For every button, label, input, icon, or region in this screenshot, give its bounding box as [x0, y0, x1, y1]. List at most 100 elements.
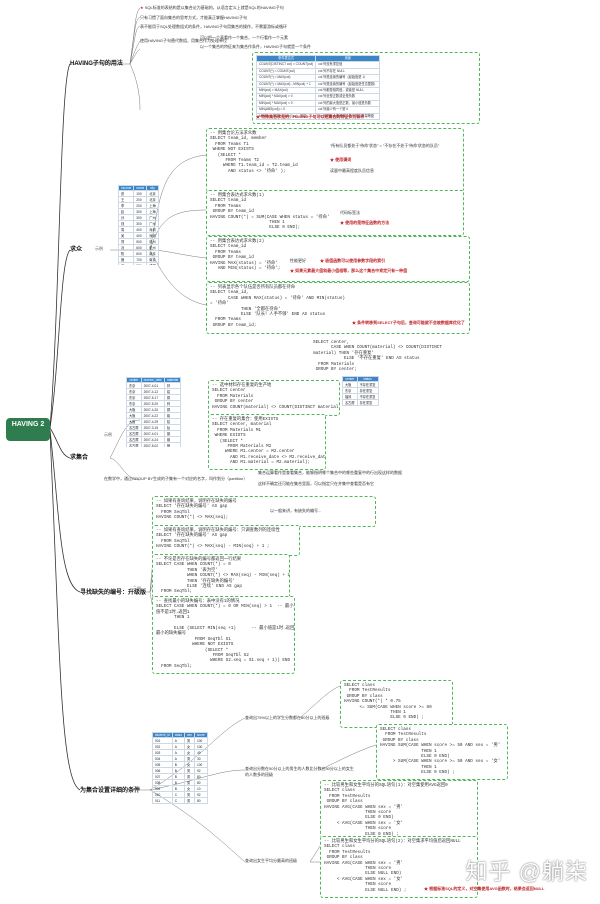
sec3-result-cell: 不存在重复 [356, 381, 379, 389]
sec3-result-cell: 存在重复 [356, 399, 379, 407]
sec1-note-6: 以一个集合的特征来为集合作条件，HAVING子句就是一个条件 [200, 44, 312, 49]
sec3-table-header-cell: material [163, 377, 182, 384]
sec3-note-1: 集合运算看作是查看集合，能够指明哪个集合中的哪些重复中的行出现这样的数据 [258, 470, 402, 475]
sec1-note-3: 表不能用于SQL处理数组式的条件，HAVING子句用集合的操作，不需要游标或循环 [140, 24, 288, 29]
sec1-table-cell: COUNT(*) = COUNT(col) [255, 67, 317, 76]
sec5-question-3: 查询出女生平均分最高的班级 [245, 858, 297, 863]
sec3-table-cell: 2007-5-02 [140, 442, 165, 447]
sec2-box3-note1: 性能更好 [290, 258, 306, 263]
sec3-result-row: 福冈不存在重复 [342, 393, 379, 401]
sec1-table-cell: col 列全是正数或全是负数 [315, 93, 381, 101]
sec4-box1-note: 以一般来讲，有缺失的编号... [270, 508, 322, 513]
sec5-query-box-2: SELECT class FROM TestResults GROUP BY c… [376, 724, 508, 780]
sec4-query-box-4: -- 查找最小的缺失编号：表中没有1的情况 SELECT CASE WHEN C… [152, 596, 295, 674]
sec5-query-box-1: SELECT class FROM TestResults GROUP BY c… [340, 680, 453, 728]
sec2-table-cell: 卫 [118, 262, 135, 265]
sec1-note-5: 可以把一个表看作一个集合，一个行看作一个元素 [200, 35, 288, 40]
branch-mode[interactable]: 求众 [70, 247, 83, 253]
sec1-table-row: COUNT(*) = MAX(col)col 列是连续的编号（起始值是 1） [255, 74, 381, 82]
sec3-note-2: 这样不确定还可能在集合里面，可以指定只在并集中查看是否有它 [258, 481, 374, 486]
sec5-query-box-3: -- 比较男生和女生平均分的SQL语句(1)：对空集使用AVG返回0 SELEC… [320, 780, 478, 838]
sec2-box1-note1: "所有队员都处于'待命'状态" = "不存在不处于'待命'状态的队员" [330, 143, 440, 148]
sec1-table-cell: MIN(col) = MAX(col) [255, 86, 317, 95]
sec2-table-cell: 成都 [146, 262, 159, 265]
sec1-table-header-cell: 条件表达式 [255, 54, 317, 63]
sec4-example-label: 示例 [133, 586, 141, 591]
sec1-table-cell: MIN(col - 常量) = -MAX(col - 常量) [255, 112, 317, 121]
sec5-table-header-cell: student_id [152, 732, 173, 739]
root-node[interactable]: HAVING 2 [6, 418, 50, 441]
sec3-query-box-1: -- 选中材料存在重复的生产地 SELECT center FROM Mater… [208, 380, 340, 416]
branch-set[interactable]: 求集合 [70, 455, 89, 461]
sec3-table-cell: 名古屋 [126, 436, 142, 444]
sec2-box2-note1: 代码标签法 [340, 210, 360, 215]
sec1-table-row: MIN(col) = MAX(col)col 列都是相同值，或者是 NULL [255, 86, 381, 95]
sec2-box4-note: ★ 条件转移到SELECT子句后，查询可能就不会被数据库优化了 [352, 320, 465, 325]
sec2-table-header-cell: income [118, 185, 135, 192]
sec1-table-cell: col 列是连续的编号（起始值是 1） [315, 74, 381, 82]
sec2-box3-note3: ★ 如果元素最大值和最小值相等，那么这个集合中肯定只有一种值 [290, 268, 408, 273]
sec5-query-box-4: -- 比较男生和女生平均分的SQL语句(2)：对空集求平均值后返回NULL SE… [320, 836, 478, 898]
sec5-box4-note: ★ 根据标准SQL的定义，对空集使用AVG函数时，结果会返回NULL [424, 886, 545, 891]
branch-having-usage[interactable]: HAVING子句的用法 [70, 61, 123, 67]
sec2-query-box-4: -- 列表显示各个队伍是否所有队员都在待命 SELECT team_id, CA… [206, 282, 470, 334]
sec1-table-cell: COUNT(DISTINCT col) = COUNT(col) [255, 61, 317, 69]
sec1-table-cell: COUNT(*) = MAX(col) - MIN(col) + 1 [255, 80, 317, 89]
branch-detailed-conditions[interactable]: 为集合设置详细的条件 [80, 788, 141, 794]
sec1-note-4: 使用HAVING子句替代数组，用集合作为处理单位 [140, 38, 228, 43]
sec3-result-row: 名古屋存在重复 [342, 399, 379, 407]
sec1-note-2: 只有习惯了面向集合的思考方式，才能真正掌握HAVING子句 [140, 15, 248, 20]
sec2-table-header-cell: city [146, 185, 159, 192]
sec1-table-cell: col 列的最大值是正数，最小值是负数 [315, 99, 381, 108]
sec2-box2-note2: ★ 使用的是特征函数的方法 [340, 220, 390, 225]
sec4-query-box-2: -- 如果有查询结果，说明存在缺失的编号：只调查数列的连续性 SELECT '存… [152, 525, 300, 556]
sec2-box1-note3: 读量中最高程度队员信息 [330, 168, 374, 173]
sec1-table-cell: col 列是连续的编号（起始值是任意整数） [315, 80, 381, 89]
sec3-result-cell: 名古屋 [342, 399, 358, 407]
sec3-note-3: 在数学中，通过GROUP BY生成的子集有一个对应的名字，叫作划分（partit… [104, 476, 248, 481]
branch-missing-number[interactable]: 寻找缺失的编号：升级版 [80, 590, 147, 596]
sec4-query-box-3: -- 不论是否存在缺失的编号都返回一行结果 SELECT CASE WHEN C… [152, 554, 290, 598]
sec5-question-1: 查询出75%以上的学生分数都在80分以上的班级 [245, 715, 330, 720]
sec5-table-header-cell: sex [183, 732, 195, 739]
sec1-table-cell: col 列的最大值和最小值与指定常量等距 [315, 112, 381, 121]
sec3-result-cell: 不存在重复 [356, 393, 379, 401]
sec1-note-1: ★ SQL标准的表结构是以集合论为基础的，从语言定义上就是SQL的HAVING子… [140, 5, 284, 10]
sec1-table-header-row: 条件表达式用途 [255, 54, 381, 63]
sec5-table-header-cell: class [171, 732, 185, 739]
sec3-table-cell: 名古屋 [126, 424, 142, 432]
sec3-table-cell: 名古屋 [126, 442, 142, 447]
sec2-query-box-2: -- 用集合表达式求众数(1) SELECT team_id FROM Team… [206, 190, 464, 236]
sec2-box3-note2: ★ 极值函数可以使用参数字段的索引 [320, 258, 386, 263]
sec1-table-cell: MIN(col) * MAX(col) > 0 [255, 93, 317, 101]
sec1-table-cell: MIN(col) * MAX(col) < 0 [255, 99, 317, 108]
sec2-example-label: 示例 [95, 246, 103, 251]
sec2-query-box-1: -- 用集合论方法求众数 SELECT team_id, member FROM… [206, 128, 464, 192]
sec1-table-cell: COUNT(*) = MAX(col) [255, 74, 317, 82]
sec3-table-cell: 名古屋 [126, 430, 142, 438]
sec2-query-box-3: -- 用集合表达式求众数(2) SELECT team_id FROM Team… [206, 236, 470, 282]
sec2-box1-note2: ★ 使用谓词 [330, 157, 352, 162]
sec3-result-row: 大阪不存在重复 [342, 381, 379, 389]
sec3-query-box-2: -- 存在重复的集合：使用EXISTS SELECT center, mater… [208, 414, 326, 470]
sec3-result-header-cell: status [356, 376, 379, 383]
sec3-table-header-cell: receive_date [140, 377, 165, 384]
sec3-table-cell: 镁 [163, 442, 182, 447]
watermark: 知乎 @躺柒 [465, 859, 588, 884]
sec2-table-cell: 800 [133, 262, 148, 265]
sec3-query-top: SELECT center, CASE WHEN COUNT(material)… [310, 338, 466, 379]
